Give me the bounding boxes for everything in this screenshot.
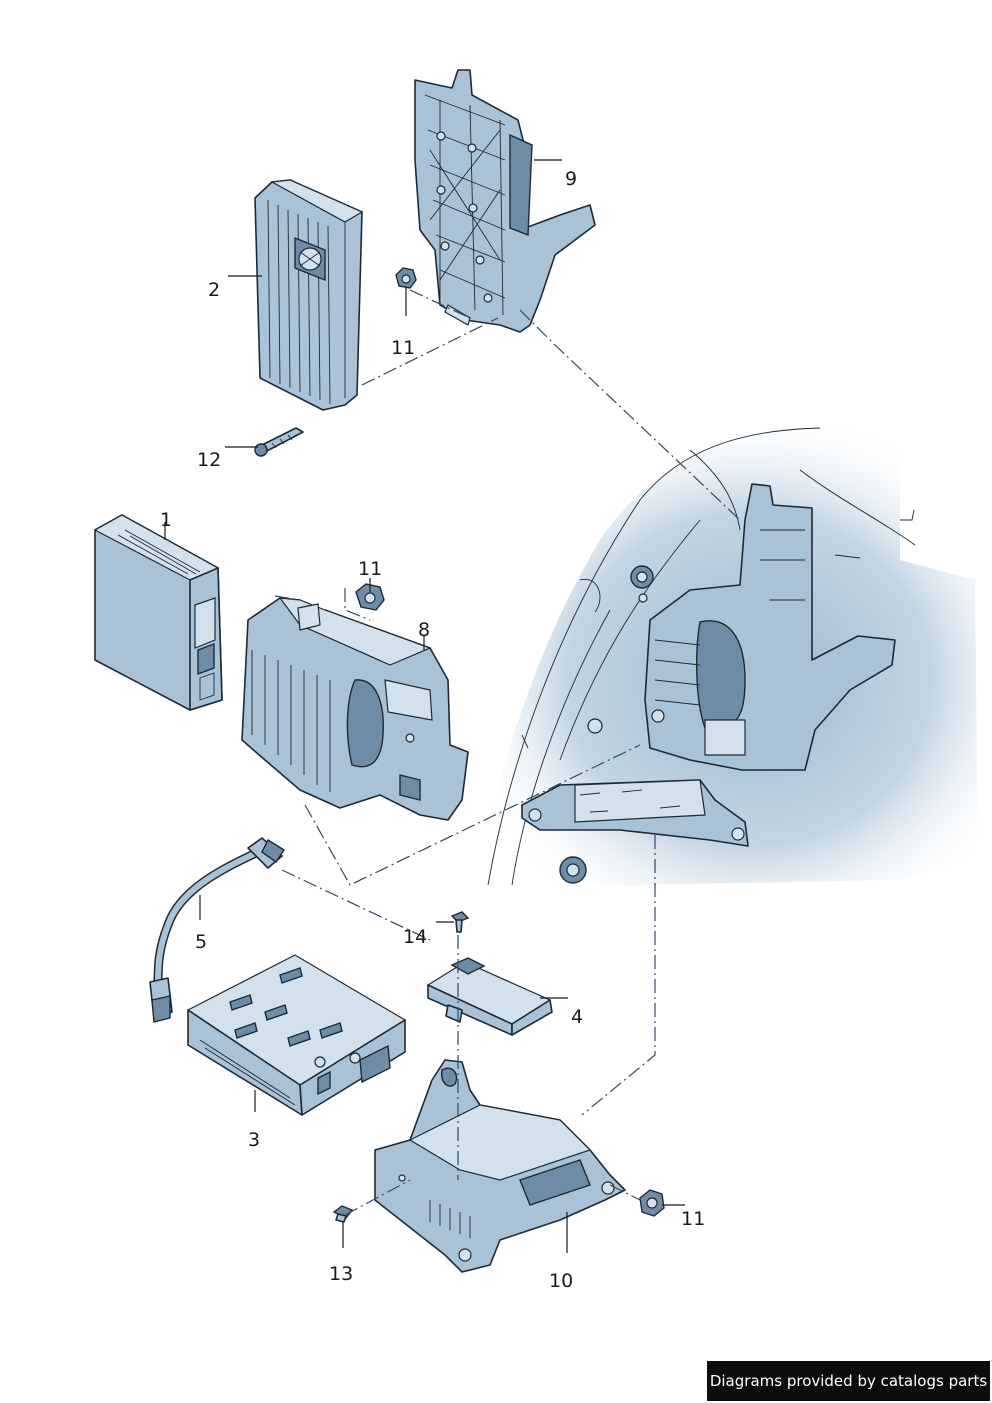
part-8-housing xyxy=(241,597,469,821)
callout-4: 4 xyxy=(571,1006,583,1028)
callout-11-middle: 11 xyxy=(358,558,382,580)
callout-13: 13 xyxy=(329,1263,353,1285)
callout-10: 10 xyxy=(549,1270,573,1292)
part-9-bracket xyxy=(414,69,596,333)
callout-1: 1 xyxy=(160,509,172,531)
part-13-screw xyxy=(332,1205,354,1223)
part-2-amplifier xyxy=(254,179,364,411)
part-14-screw xyxy=(450,911,470,933)
part-4-module xyxy=(426,957,553,1036)
part-3-receiver xyxy=(186,954,407,1116)
callout-11-top: 11 xyxy=(391,337,415,359)
callout-labels: 1 2 3 4 5 8 9 10 11 11 11 12 13 14 xyxy=(160,168,705,1292)
callout-11-bottom: 11 xyxy=(681,1208,705,1230)
assembly-lines xyxy=(274,289,741,1216)
installed-module-assembly xyxy=(521,483,896,847)
callout-3: 3 xyxy=(248,1129,260,1151)
part-11-nut-middle xyxy=(355,583,385,611)
callout-5: 5 xyxy=(195,931,207,953)
part-11-nut-top xyxy=(395,267,417,289)
credit-banner: Diagrams provided by catalogs parts xyxy=(707,1361,990,1401)
callout-9: 9 xyxy=(565,168,577,190)
part-1-control-unit xyxy=(93,514,223,711)
part-12-bolt xyxy=(254,427,304,457)
callout-8: 8 xyxy=(418,619,430,641)
leader-lines xyxy=(164,159,685,1253)
callout-2: 2 xyxy=(208,279,220,301)
part-10-carrier xyxy=(374,1059,626,1273)
callout-14: 14 xyxy=(403,926,427,948)
part-5-cable xyxy=(149,837,285,1023)
credit-text: Diagrams provided by catalogs parts xyxy=(709,1372,988,1390)
callout-12: 12 xyxy=(197,449,221,471)
part-11-nut-bottom xyxy=(639,1189,665,1217)
